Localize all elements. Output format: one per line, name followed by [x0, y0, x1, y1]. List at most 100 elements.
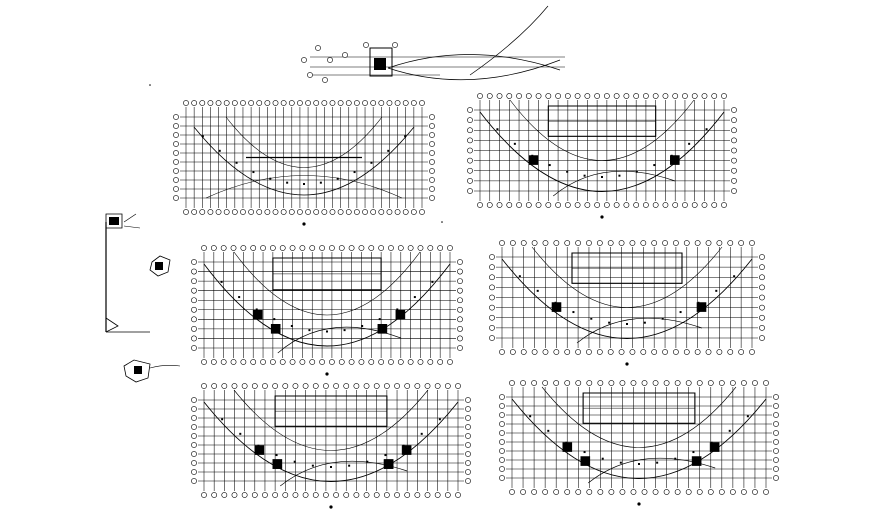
grid-bubble — [609, 489, 614, 494]
grid-bubble — [354, 209, 359, 214]
grid-bubble — [543, 240, 548, 245]
grid-bubble — [293, 492, 298, 497]
hatched-block — [581, 457, 590, 466]
grid-bubble — [224, 100, 229, 105]
grid-bubble — [447, 359, 452, 364]
hatched-block — [529, 156, 538, 165]
grid-bubble — [499, 457, 504, 462]
column-marker — [269, 177, 272, 180]
grid-bubble — [191, 336, 196, 341]
column-marker — [656, 461, 659, 464]
grid-bubble — [489, 265, 494, 270]
column-marker — [518, 275, 521, 278]
stray-mark — [441, 221, 443, 223]
column-marker — [643, 321, 646, 324]
grid-bubble — [487, 93, 492, 98]
grid-bubble — [252, 383, 257, 388]
column-marker — [536, 289, 539, 292]
plan-label-mark — [600, 215, 604, 219]
grid-bubble — [695, 240, 700, 245]
plan-label-mark — [302, 222, 306, 226]
grid-bubble — [752, 380, 757, 385]
grid-bubble — [565, 349, 570, 354]
grid-bubble — [631, 489, 636, 494]
grid-bubble — [499, 466, 504, 471]
grid-bubble — [425, 492, 430, 497]
hatched-block — [273, 460, 282, 469]
grid-bubble — [191, 442, 196, 447]
grid-bubble — [457, 326, 462, 331]
column-marker — [679, 311, 682, 314]
grid-bubble — [280, 359, 285, 364]
grid-bubble — [653, 489, 658, 494]
grid-bubble — [730, 489, 735, 494]
grid-bubble — [467, 168, 472, 173]
outer-arc — [204, 264, 450, 346]
grid-bubble — [620, 489, 625, 494]
column-marker — [529, 415, 532, 418]
grid-bubble — [489, 335, 494, 340]
grid-bubble — [759, 315, 764, 320]
grid-bubble — [346, 209, 351, 214]
grid-bubble — [499, 439, 504, 444]
grid-bubble — [241, 245, 246, 250]
grid-bubble — [773, 430, 778, 435]
grid-bubble — [173, 186, 178, 191]
grid-bubble — [429, 132, 434, 137]
grid-bubble — [173, 114, 178, 119]
grid-bubble — [575, 240, 580, 245]
grid-bubble — [191, 345, 196, 350]
grid-bubble — [741, 380, 746, 385]
grid-bubble — [467, 188, 472, 193]
grid-bubble — [575, 202, 580, 207]
grid-bubble — [257, 209, 262, 214]
grid-bubble — [773, 394, 778, 399]
grid-bubble — [270, 245, 275, 250]
grid-bubble — [388, 245, 393, 250]
grid-bubble — [173, 195, 178, 200]
grid-bubble — [313, 492, 318, 497]
grid-bubble — [759, 285, 764, 290]
grid-bubble — [300, 245, 305, 250]
grid-bubble — [543, 349, 548, 354]
grid-bubble — [641, 349, 646, 354]
column-marker — [746, 415, 749, 418]
column-marker — [705, 128, 708, 131]
grid-bubble — [457, 345, 462, 350]
grid-bubble — [369, 245, 374, 250]
column-marker — [601, 457, 604, 460]
grid-bubble — [371, 209, 376, 214]
grid-bubble — [531, 380, 536, 385]
grid-bubble — [314, 100, 319, 105]
grid-bubble — [499, 412, 504, 417]
grid-bubble — [379, 359, 384, 364]
grid-bubble — [604, 202, 609, 207]
grid-bubble — [216, 209, 221, 214]
inner-arc — [542, 387, 736, 448]
grid-bubble — [411, 209, 416, 214]
grid-bubble — [467, 128, 472, 133]
grid-bubble — [526, 202, 531, 207]
outer-arc — [512, 399, 766, 479]
column-marker — [378, 318, 381, 321]
grid-bubble — [429, 195, 434, 200]
grid-bubble — [662, 349, 667, 354]
plan-label-mark — [325, 372, 329, 376]
grid-bubble — [477, 202, 482, 207]
grid-bubble — [338, 100, 343, 105]
grid-bubble — [270, 359, 275, 364]
grid-bubble — [398, 359, 403, 364]
grid-bubble — [499, 349, 504, 354]
grid-bubble — [212, 383, 217, 388]
grid-bubble — [251, 359, 256, 364]
grid-bubble — [608, 349, 613, 354]
column-marker — [548, 164, 551, 167]
column-marker — [218, 149, 221, 152]
grid-bubble — [532, 349, 537, 354]
grid-bubble — [349, 245, 354, 250]
grid-bubble — [467, 138, 472, 143]
plan-label-mark — [329, 505, 333, 509]
hatched-block — [402, 446, 411, 455]
grid-bubble — [719, 380, 724, 385]
